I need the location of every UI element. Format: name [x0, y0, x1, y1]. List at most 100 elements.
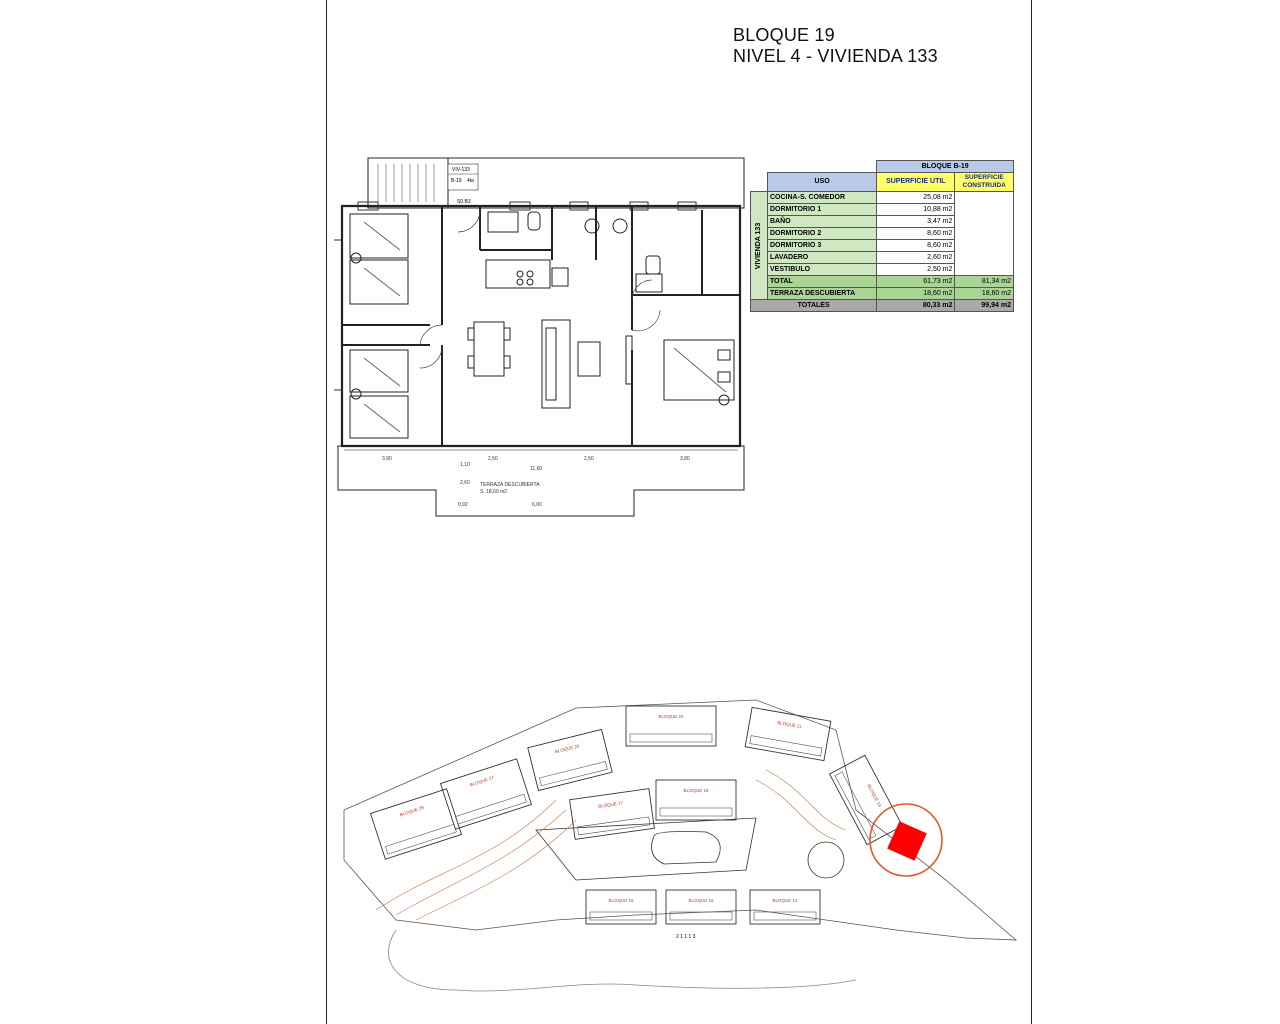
total-const: 81,34 m2 [954, 275, 1014, 288]
total-util: 61,73 m2 [876, 275, 956, 288]
col-header-construida: SUPERFICIE CONSTRUIDA [954, 172, 1014, 192]
pool-area [535, 817, 757, 881]
tag-level: 4ta [467, 178, 474, 184]
terrace-util: 18,60 m2 [876, 287, 956, 300]
terrace-label: TERRAZA DESCUBIERTA [766, 287, 878, 300]
site-plan: BLOQUE 28 BLOQUE 27 BLOQUE 26 BLOQUE 22 BLOQ… [343, 699, 1018, 992]
site-block-label: BLOQUE 17 [598, 800, 624, 809]
stair-block [367, 157, 449, 209]
surface-table: BLOQUE B-19 USO SUPERFICIE UTIL SUPERFIC… [749, 160, 1014, 312]
road-label: 2 1 1 1 3 [676, 934, 696, 940]
dim-top-2: 2,50 [488, 456, 498, 462]
terrace-outline [337, 445, 745, 517]
unit-tag: VIV-133 B-19 4ta S0.B3 [447, 163, 479, 205]
site-block-outline [569, 788, 655, 840]
floor-plan: VIV-133 B-19 4ta S0.B3 3,90 2,50 2,50 3,… [334, 157, 745, 517]
room-name: LAVADERO [766, 251, 878, 264]
room-name: DORMITORIO 1 [766, 203, 878, 216]
total-label: TOTAL [766, 275, 878, 288]
site-block-label: BLOQUE 26 [554, 743, 580, 754]
dim-side-2: 2,60 [460, 480, 470, 486]
site-block-outline [439, 758, 533, 830]
col-header-uso: USO [766, 172, 878, 192]
site-block-terraces [539, 761, 608, 787]
room-util: 2,60 m2 [876, 251, 956, 264]
site-block-label: BLOQUE 18 [683, 788, 709, 793]
tag-code: S0.B3 [457, 199, 471, 205]
bed-room-3 [663, 339, 735, 406]
room-name: BAÑO [766, 215, 878, 228]
site-block-outline [665, 889, 737, 925]
site-block: BLOQUE 15 [585, 889, 657, 925]
road-curve [388, 929, 857, 992]
dimensions: 3,90 2,50 2,50 3,80 11,60 6,00 1,10 2,60… [382, 456, 690, 508]
site-block: BLOQUE 28 [369, 788, 463, 860]
site-block: BLOQUE 14 [749, 889, 821, 925]
site-block-terraces [669, 911, 733, 921]
site-block-terraces [577, 816, 651, 836]
room-name: VESTIBULO [766, 263, 878, 276]
tag-unit: VIV-133 [452, 167, 470, 173]
site-block-outline [585, 889, 657, 925]
site-block: BLOQUE 26 [527, 728, 613, 792]
site-block-terraces [629, 733, 713, 743]
door-swings [419, 209, 661, 369]
table-block-header: BLOQUE B-19 [876, 160, 1014, 173]
dining-table [467, 321, 511, 377]
room-util: 2,50 m2 [876, 263, 956, 276]
site-block-terraces [455, 793, 527, 825]
site-block-label: BLOQUE 19 [866, 783, 882, 808]
site-blocks: BLOQUE 28 BLOQUE 27 BLOQUE 26 BLOQUE 22 BLOQ… [369, 705, 904, 925]
site-block: BLOQUE 16 [665, 889, 737, 925]
room-name: DORMITORIO 3 [766, 239, 878, 252]
unit-label-cell: VIVIENDA 133 [750, 191, 768, 300]
site-block: BLOQUE 22 [625, 705, 717, 747]
kitchen [485, 259, 569, 289]
site-block-label: BLOQUE 27 [469, 775, 495, 788]
terrace-area: S. 18,60 m2 [480, 489, 507, 495]
dim-side-1: 1,10 [460, 462, 470, 468]
stair-treads [377, 164, 435, 202]
room-util: 10,88 m2 [876, 203, 956, 216]
site-block: BLOQUE 21 [744, 706, 832, 762]
totals-util: 80,33 m2 [876, 299, 956, 312]
windows [334, 201, 697, 391]
site-block-label: BLOQUE 15 [608, 898, 634, 903]
site-block-label: BLOQUE 14 [772, 898, 798, 903]
totals-label: TOTALES [749, 299, 878, 312]
target-marker [869, 803, 943, 877]
pool [651, 831, 721, 865]
site-block-terraces [749, 735, 823, 757]
bed-room-2 [349, 349, 409, 439]
site-block: BLOQUE 27 [439, 758, 533, 830]
col-header-util: SUPERFICIE UTIL [876, 172, 956, 192]
terrace-label: TERRAZA DESCUBIERTA [480, 482, 540, 488]
bed-room-1 [349, 213, 409, 305]
level-unit-title: NIVEL 4 - VIVIENDA 133 [733, 46, 938, 66]
site-block-label: BLOQUE 21 [777, 720, 803, 729]
site-block-terraces [834, 771, 877, 840]
dim-top-1: 3,90 [382, 456, 392, 462]
site-block-terraces [589, 911, 653, 921]
roundabout [807, 841, 845, 879]
col-header-construida-line2: CONSTRUIDA [962, 182, 1006, 189]
tag-block: B-19 [451, 178, 462, 184]
terrace-const: 18,60 m2 [954, 287, 1014, 300]
unit-label: VIVIENDA 133 [755, 222, 762, 269]
interior-walls [342, 206, 740, 446]
room-util: 25,08 m2 [876, 191, 956, 204]
site-block-terraces [753, 911, 817, 921]
site-block-label: BLOQUE 28 [399, 805, 425, 818]
site-block-outline [655, 779, 737, 821]
room-const-empty [954, 191, 1014, 276]
site-block: BLOQUE 18 [655, 779, 737, 821]
room-util: 8,60 m2 [876, 227, 956, 240]
roof-area [447, 157, 745, 209]
